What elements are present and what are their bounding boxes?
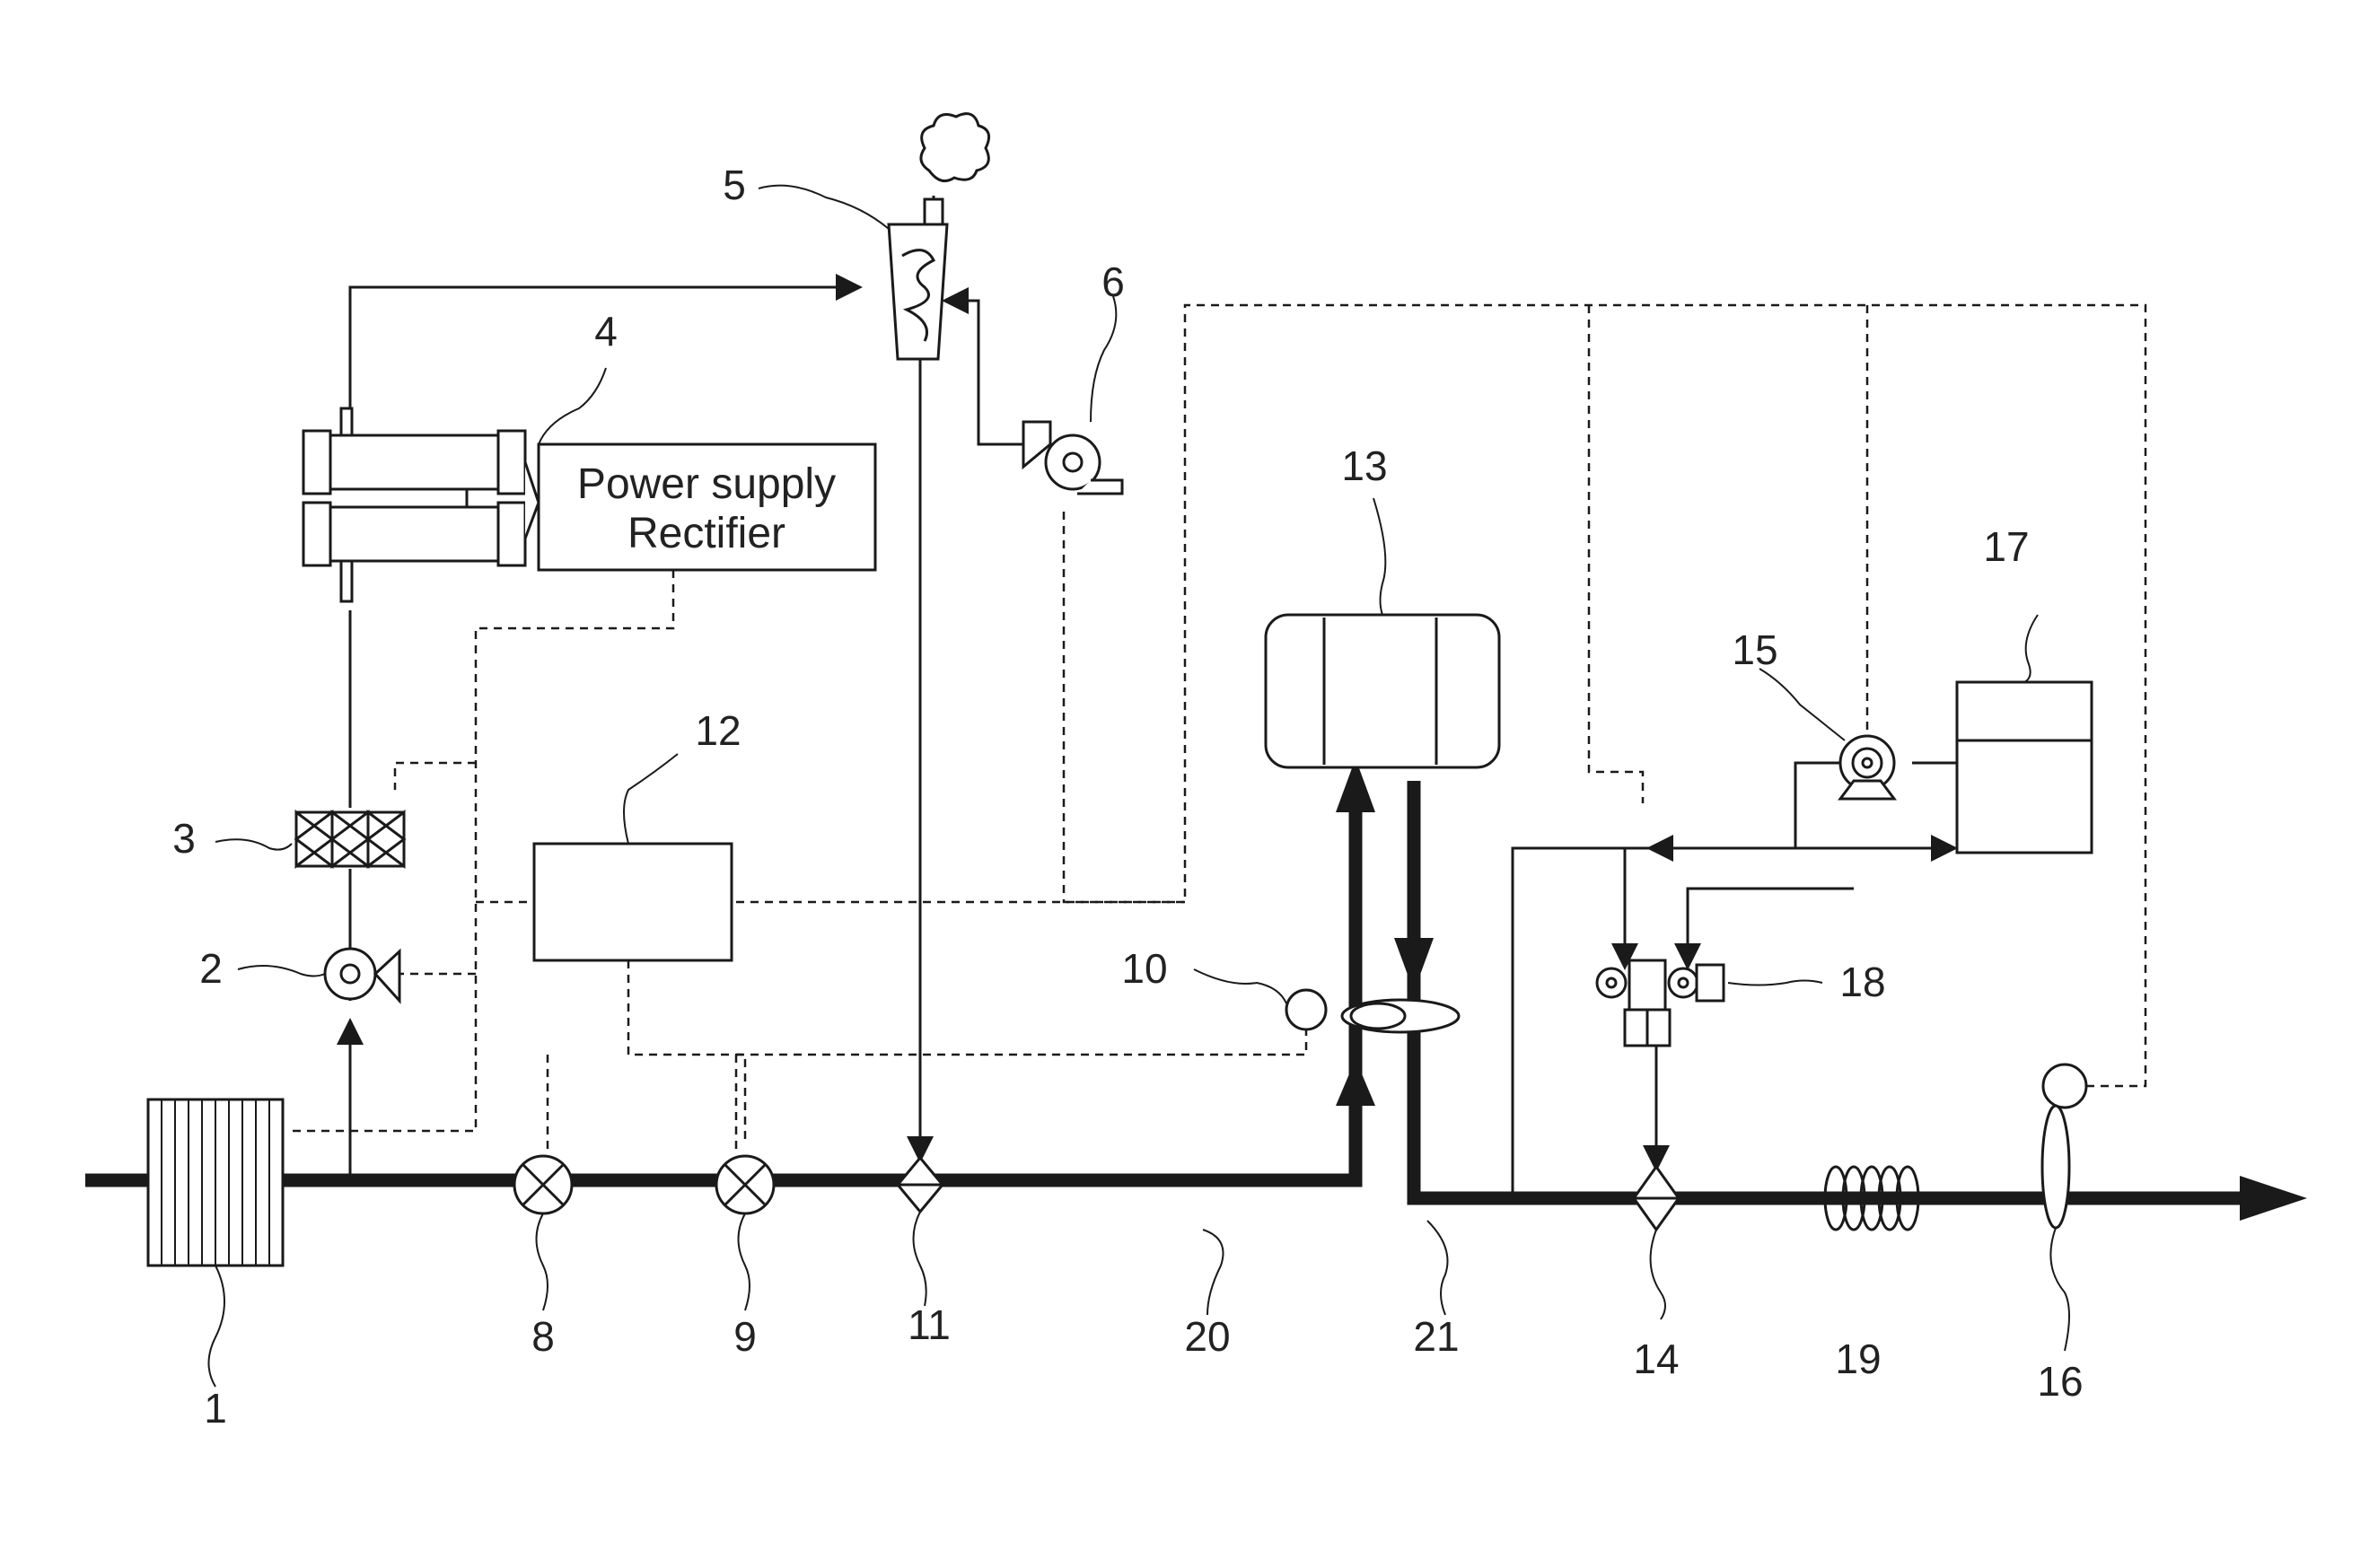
- label-12: 12: [695, 707, 741, 754]
- dosing-pumps-18: [1597, 960, 1724, 1046]
- rectifier-label: Rectifier: [627, 510, 785, 557]
- valve-bank-3: [292, 808, 413, 869]
- return-line: [1513, 848, 1652, 1198]
- electrolytic-cells-4: [303, 408, 539, 601]
- flow-up-arrow-lower: [1336, 1059, 1375, 1106]
- valve-9: [716, 1156, 774, 1213]
- power-supply-label: Power supply: [577, 460, 836, 508]
- label-9: 9: [733, 1313, 757, 1360]
- power-supply-box: Power supply Rectifier: [539, 444, 875, 570]
- label-2: 2: [199, 945, 223, 992]
- filter-1: [148, 1099, 283, 1266]
- pump-2: [325, 949, 399, 1001]
- gas-cloud-icon: [921, 114, 989, 181]
- label-17: 17: [1983, 523, 2029, 570]
- label-4: 4: [594, 308, 618, 355]
- label-15: 15: [1732, 626, 1777, 673]
- label-5: 5: [723, 162, 746, 208]
- label-16: 16: [2037, 1358, 2083, 1405]
- label-10: 10: [1121, 945, 1167, 992]
- label-1: 1: [204, 1385, 227, 1432]
- label-21: 21: [1413, 1313, 1459, 1360]
- air-line: [947, 301, 1023, 444]
- ejector-5: [889, 114, 989, 359]
- pump-15: [1840, 736, 1894, 799]
- main-pipe-21: [1414, 781, 2244, 1198]
- label-13: 13: [1341, 442, 1387, 489]
- label-18: 18: [1839, 959, 1885, 1005]
- flow-down-arrow: [1394, 938, 1434, 992]
- blower-6: [1023, 422, 1122, 494]
- static-mixer-11: [898, 1158, 943, 1212]
- static-mixer-14: [1634, 1167, 1679, 1230]
- label-6: 6: [1101, 258, 1125, 305]
- outlet-arrow: [2240, 1176, 2307, 1221]
- leader-lines: [209, 186, 2070, 1387]
- label-14: 14: [1633, 1336, 1679, 1382]
- label-19: 19: [1835, 1336, 1881, 1382]
- label-3: 3: [172, 815, 196, 862]
- label-20: 20: [1184, 1313, 1230, 1360]
- diverter-10: [1286, 990, 1459, 1032]
- inject-line: [1647, 1010, 1656, 1167]
- control-lines: [287, 305, 2145, 1153]
- tank-13: [1266, 615, 1499, 767]
- label-8: 8: [531, 1313, 555, 1360]
- controller-box-12: [534, 844, 732, 960]
- valve-8: [514, 1156, 572, 1213]
- tank-17: [1957, 682, 2092, 853]
- label-11: 11: [908, 1301, 951, 1348]
